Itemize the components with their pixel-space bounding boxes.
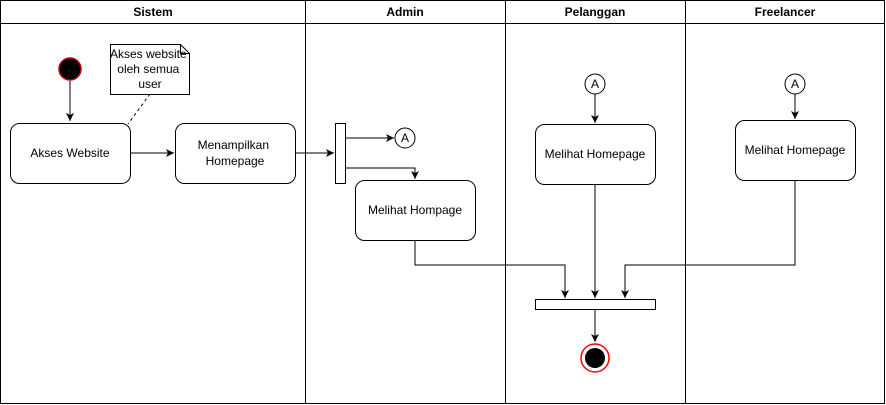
connector-a-pelanggan: A	[584, 73, 606, 95]
note-anchor-line	[127, 93, 151, 125]
activity-akses-website[interactable]: Akses Website	[10, 123, 131, 184]
note-line-2: oleh semua	[117, 62, 179, 76]
note-line-1: Akses website	[110, 47, 187, 61]
connector-a-admin: A	[394, 127, 416, 149]
note-akses-website: Akses website oleh semua user	[110, 44, 190, 95]
edge-freelancer-to-join	[621, 181, 796, 298]
note-line-3: user	[138, 77, 161, 91]
svg-text:Menampilkan Homepage: Menampilkan Homepage	[198, 138, 273, 168]
activity-freelancer-melihat-homepage[interactable]: Melihat Homepage	[735, 120, 856, 181]
connector-a-freelancer-label: A	[791, 77, 799, 91]
fork-bar	[335, 123, 346, 184]
connector-a-freelancer: A	[784, 73, 806, 95]
connector-a-pelanggan-label: A	[591, 77, 599, 91]
lane-title-admin: Admin	[386, 5, 423, 19]
edge-fork-to-admin-melihat	[346, 167, 419, 179]
lane-title-sistem: Sistem	[133, 5, 172, 19]
edge-admin-to-join	[414, 241, 569, 298]
activity-menampilkan-label-1: Menampilkan	[198, 138, 269, 152]
activity-freelancer-melihat-label: Melihat Homepage	[745, 143, 846, 157]
activity-pelanggan-melihat-homepage[interactable]: Melihat Homepage	[535, 124, 656, 185]
activity-admin-melihat-hompage[interactable]: Melihat Hompage	[355, 180, 476, 241]
activity-admin-melihat-label: Melihat Hompage	[368, 203, 462, 217]
join-bar	[535, 299, 656, 310]
lane-title-freelancer: Freelancer	[755, 5, 816, 19]
activity-pelanggan-melihat-label: Melihat Homepage	[545, 147, 646, 161]
initial-node	[58, 57, 82, 81]
activity-menampilkan-homepage[interactable]: Menampilkan Homepage	[175, 123, 296, 184]
connector-a-admin-label: A	[401, 131, 409, 145]
final-node	[580, 343, 610, 373]
activity-menampilkan-label-2: Homepage	[206, 154, 265, 168]
svg-text:Akses website oleh semua: Akses website oleh semua user	[110, 47, 190, 91]
activity-akses-website-label: Akses Website	[30, 146, 109, 160]
lane-title-pelanggan: Pelanggan	[565, 5, 626, 19]
